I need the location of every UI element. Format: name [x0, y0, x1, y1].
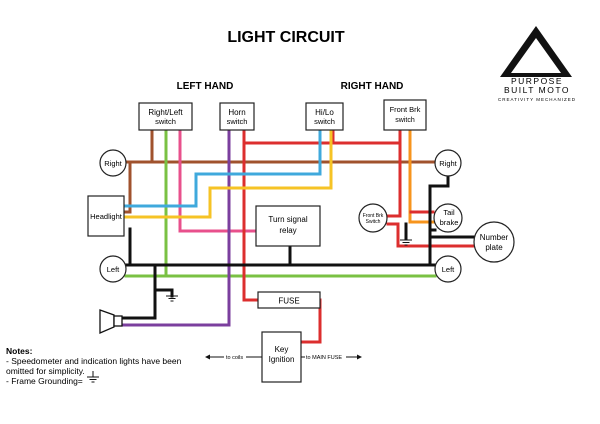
headlight: Headlight [87, 195, 125, 237]
diagram-title: LIGHT CIRCUIT [227, 29, 345, 46]
horn-switch-label: Horn [228, 108, 245, 117]
notes-line1: - Speedometer and indication lights have… [6, 356, 182, 376]
wire-black [120, 263, 157, 320]
fuse-label: FUSE [278, 297, 299, 306]
front-brake-switch-label: Front Brk [390, 105, 421, 114]
front-brake-small-sublabel: Switch [366, 219, 381, 225]
front-brake-small-label: Front Brk [363, 213, 384, 219]
notes-heading: Notes: [6, 346, 33, 356]
to-coils-arrow: to coils [205, 354, 262, 361]
turn-signal-relay: Turn signal relay [255, 205, 321, 247]
logo-line2: BUILT MOTO [504, 85, 570, 95]
tail-brake-sublabel: brake [440, 218, 459, 227]
front-brake-small-switch: Front Brk Switch [358, 203, 388, 233]
right-left-switch: Right/Left switch [138, 102, 193, 131]
headlight-label: Headlight [90, 212, 123, 221]
to-main-fuse-arrow: to MAIN FUSE [301, 354, 362, 361]
wire-orange [408, 128, 435, 224]
key-ignition-label: Key [275, 345, 289, 354]
key-ignition-sublabel: Ignition [269, 355, 295, 364]
ground-symbol-icon [400, 239, 412, 246]
wire-brown [120, 160, 132, 214]
to-coils-label: to coils [226, 355, 243, 361]
number-plate-light: Number plate [473, 221, 515, 263]
logo: PURPOSE BUILT MOTO CREATIVITY MECHANIZED [498, 26, 576, 102]
rear-left-indicator: Left [434, 255, 462, 283]
horn-speaker-icon [99, 309, 123, 334]
arrow-right-icon [357, 354, 362, 360]
wire-pink [178, 128, 260, 233]
wire-purple [120, 128, 231, 327]
front-right-indicator-label: Right [104, 159, 122, 168]
frame-ground-icon [87, 371, 99, 383]
front-left-indicator: Left [99, 255, 127, 283]
hilo-switch-label: Hi/Lo [315, 108, 334, 117]
wire-red [386, 128, 402, 218]
wire-red [299, 298, 322, 344]
rear-left-indicator-label: Left [442, 265, 455, 274]
number-plate-sublabel: plate [485, 243, 503, 252]
notes: Notes: - Speedometer and indication ligh… [6, 346, 206, 386]
to-main-fuse-label: to MAIN FUSE [306, 355, 342, 361]
rear-right-indicator-label: Right [439, 159, 457, 168]
rear-right-indicator: Right [434, 149, 462, 177]
wire-green [164, 128, 437, 278]
right-left-switch-label: Right/Left [148, 108, 183, 117]
number-plate-label: Number [480, 233, 509, 242]
logo-line1: PURPOSE [511, 76, 563, 86]
turn-signal-relay-sublabel: relay [279, 226, 296, 235]
tail-brake-light: Tail brake [433, 203, 463, 233]
right-left-switch-sublabel: switch [155, 117, 176, 126]
wire-black [153, 288, 174, 298]
right-hand-label: RIGHT HAND [341, 81, 404, 92]
ground-symbol-icon [166, 295, 178, 302]
wire-blue [120, 128, 322, 208]
horn-switch: Horn switch [219, 102, 255, 131]
hilo-switch: Hi/Lo switch [305, 102, 344, 131]
front-brake-switch-sublabel: switch [395, 117, 415, 124]
front-right-indicator: Right [99, 149, 127, 177]
fuse: FUSE [257, 291, 321, 309]
notes-line2: - Frame Grounding= [6, 376, 83, 386]
turn-signal-relay-label: Turn signal [268, 215, 308, 224]
key-ignition: Key Ignition [261, 331, 302, 383]
front-left-indicator-label: Left [107, 265, 120, 274]
horn-switch-sublabel: switch [227, 117, 248, 126]
front-brake-switch: Front Brk switch [383, 99, 427, 131]
wire-black [428, 174, 450, 267]
arrow-left-icon [205, 354, 210, 360]
wire-red [386, 222, 482, 248]
wire-yellow [120, 128, 333, 219]
tail-brake-label: Tail [443, 208, 455, 217]
left-hand-label: LEFT HAND [177, 81, 234, 92]
hilo-switch-sublabel: switch [314, 117, 335, 126]
logo-triangle-inner-icon [511, 38, 561, 73]
wire-brown [123, 128, 154, 164]
logo-tagline: CREATIVITY MECHANIZED [498, 97, 576, 102]
